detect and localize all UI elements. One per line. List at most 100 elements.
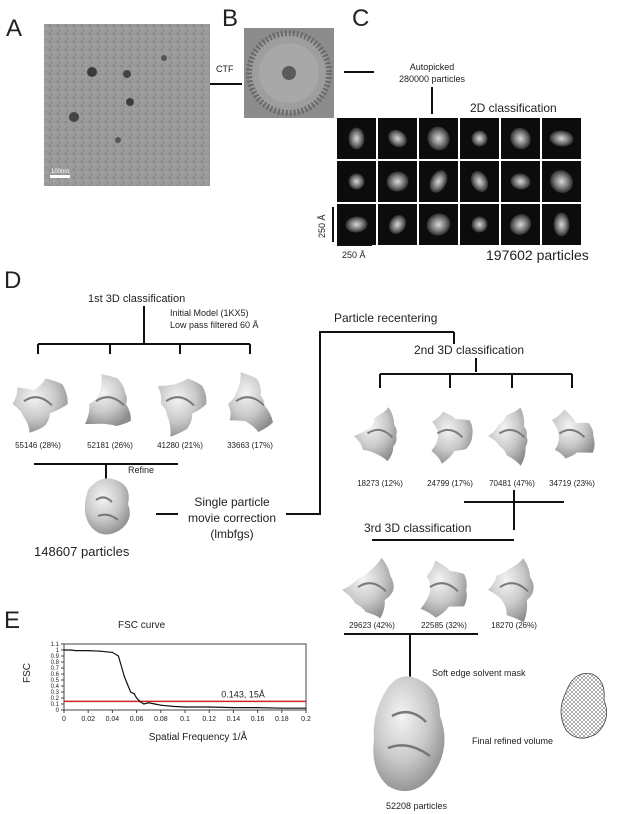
fsc-threshold-label: 0.143, 15Å bbox=[221, 689, 265, 699]
movie-correction-line2: movie correction bbox=[188, 511, 276, 525]
second-classification-tree: 18273 (12%)24799 (17%)70481 (47%)34719 (… bbox=[354, 373, 595, 488]
density-map bbox=[157, 378, 207, 437]
scale-bar bbox=[50, 175, 70, 178]
fsc-y-ticks: 00.10.20.30.40.50.60.70.80.911.1 bbox=[51, 642, 64, 714]
fsc-y-tick-label: 0.8 bbox=[51, 660, 60, 666]
density-map bbox=[431, 411, 473, 464]
class-average-cell bbox=[378, 118, 417, 159]
fsc-x-tick-label: 0.02 bbox=[81, 716, 95, 723]
fsc-x-tick-label: 0.12 bbox=[202, 716, 216, 723]
solvent-mask-mesh bbox=[560, 673, 608, 739]
density-map bbox=[488, 407, 528, 466]
refine-label: Refine bbox=[128, 465, 154, 475]
fsc-point bbox=[139, 701, 141, 703]
fsc-point bbox=[133, 693, 135, 695]
class-average-cell bbox=[542, 118, 581, 159]
fsc-point bbox=[129, 691, 132, 693]
density-map bbox=[85, 374, 131, 426]
fsc-y-tick-label: 0.9 bbox=[51, 654, 60, 660]
micrograph: 100nm bbox=[44, 24, 210, 186]
connector-recentering bbox=[286, 331, 454, 515]
fsc-x-tick-label: 0.18 bbox=[275, 716, 289, 723]
density-map bbox=[342, 557, 394, 619]
fsc-x-axis-label: Spatial Frequency 1/Å bbox=[149, 730, 248, 743]
final-refined-map bbox=[373, 676, 445, 792]
density-map bbox=[488, 558, 534, 623]
class-average-cell bbox=[337, 161, 376, 202]
density-map bbox=[228, 372, 273, 432]
fsc-series-points bbox=[63, 649, 307, 709]
fsc-x-tick-label: 0.08 bbox=[154, 716, 168, 723]
class-average-cell bbox=[378, 204, 417, 245]
class-average-cell bbox=[419, 204, 458, 245]
class-count-label: 18273 (12%) bbox=[357, 479, 403, 488]
first-classification-title: 1st 3D classification bbox=[88, 293, 185, 305]
fsc-point bbox=[281, 707, 283, 709]
class-count-label: 41280 (21%) bbox=[157, 441, 203, 450]
class-average-grid bbox=[337, 118, 581, 245]
recentering-label: Particle recentering bbox=[334, 311, 437, 325]
class-count-label: 34719 (23%) bbox=[549, 479, 595, 488]
class-average-cell bbox=[542, 204, 581, 245]
fsc-point bbox=[111, 651, 113, 654]
fsc-y-tick-label: 0.4 bbox=[51, 684, 60, 690]
panel-letter-a: A bbox=[6, 15, 22, 42]
fsc-point bbox=[69, 649, 71, 651]
class-count-label: 55146 (28%) bbox=[15, 441, 61, 450]
class-average-cell bbox=[501, 204, 540, 245]
class-average-cell bbox=[460, 118, 499, 159]
fsc-series-line bbox=[64, 649, 306, 709]
autopicked-label: Autopicked bbox=[410, 62, 455, 72]
panel-letter-b: B bbox=[222, 5, 238, 32]
fsc-point bbox=[87, 650, 89, 652]
fsc-plot-frame bbox=[63, 643, 307, 711]
class-average-cell bbox=[460, 161, 499, 202]
fsc-point bbox=[160, 704, 162, 706]
fsc-point bbox=[75, 650, 77, 652]
size-label-vertical: 250 Å bbox=[317, 214, 327, 238]
class-average-cell bbox=[419, 118, 458, 159]
fsc-y-tick-label: 0.2 bbox=[51, 696, 60, 702]
fsc-y-tick-label: 0.7 bbox=[51, 666, 60, 672]
fsc-point bbox=[63, 649, 65, 651]
fsc-point bbox=[123, 676, 126, 678]
fsc-y-tick-label: 1 bbox=[56, 648, 60, 654]
refined-map bbox=[84, 478, 130, 535]
density-map bbox=[420, 560, 467, 618]
third-classification-tree: 29623 (42%)22585 (32%)18270 (26%) bbox=[342, 539, 537, 635]
class-average-cell bbox=[337, 118, 376, 159]
fsc-y-tick-label: 0.3 bbox=[51, 690, 60, 696]
fsc-point bbox=[257, 707, 259, 709]
fsc-y-tick-label: 0 bbox=[56, 708, 60, 714]
panel-letter-d: D bbox=[4, 267, 21, 294]
fsc-point bbox=[305, 707, 307, 709]
fsc-point bbox=[184, 706, 186, 708]
autopicked-count: 280000 particles bbox=[399, 74, 466, 84]
class-count-label: 24799 (17%) bbox=[427, 479, 473, 488]
size-label-horizontal: 250 Å bbox=[342, 250, 366, 260]
class-count-label: 18270 (26%) bbox=[491, 621, 537, 630]
classification-2d-title: 2D classification bbox=[470, 101, 557, 115]
class-average-cell bbox=[501, 118, 540, 159]
fsc-x-tick-label: 0.16 bbox=[251, 716, 265, 723]
fsc-point bbox=[99, 650, 101, 652]
fsc-x-tick-label: 0.14 bbox=[227, 716, 241, 723]
class-average-cell bbox=[337, 204, 376, 245]
ctf-label: CTF bbox=[216, 64, 234, 74]
class-average-cell bbox=[542, 161, 581, 202]
fsc-x-tick-label: 0.1 bbox=[180, 716, 190, 723]
ctf-power-spectrum bbox=[244, 28, 334, 118]
second-classification-title: 2nd 3D classification bbox=[414, 343, 524, 357]
density-map bbox=[12, 378, 68, 433]
density-map bbox=[551, 409, 595, 459]
class-average-cell bbox=[419, 161, 458, 202]
fsc-point bbox=[232, 707, 234, 709]
initial-model-label: Initial Model (1KX5) bbox=[170, 308, 249, 318]
movie-correction-line1: Single particle bbox=[194, 495, 270, 509]
mask-label: Soft edge solvent mask bbox=[432, 668, 526, 678]
class-count-label: 29623 (42%) bbox=[349, 621, 395, 630]
fsc-y-tick-label: 1.1 bbox=[51, 642, 60, 648]
fsc-point bbox=[154, 703, 156, 705]
